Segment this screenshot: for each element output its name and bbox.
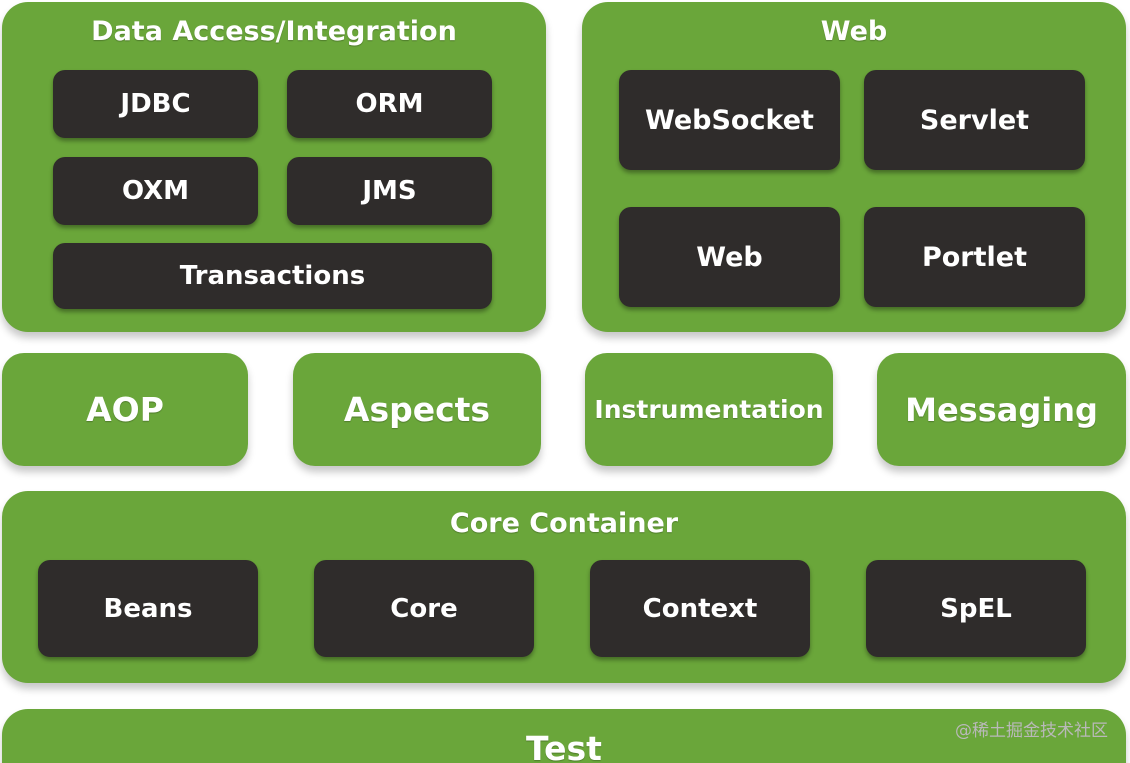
test-panel: Test [2, 709, 1126, 763]
jdbc-module: JDBC [53, 70, 258, 138]
portlet-module: Portlet [864, 207, 1085, 307]
instrumentation-label: Instrumentation [594, 395, 824, 424]
aspects-label: Aspects [343, 390, 491, 429]
aspects-panel: Aspects [293, 353, 541, 466]
core-container-title: Core Container [449, 508, 679, 539]
context-module: Context [590, 560, 810, 657]
aop-label: AOP [86, 390, 164, 429]
test-title: Test [526, 729, 602, 763]
instrumentation-panel: Instrumentation [585, 353, 833, 466]
websocket-module: WebSocket [619, 70, 840, 170]
web-module: Web [619, 207, 840, 307]
messaging-label: Messaging [905, 390, 1098, 429]
data-access-integration-panel: Data Access/Integration JDBC ORM OXM JMS… [2, 2, 546, 332]
spel-module: SpEL [866, 560, 1086, 657]
jms-module: JMS [287, 157, 492, 225]
aop-panel: AOP [2, 353, 248, 466]
core-module: Core [314, 560, 534, 657]
oxm-module: OXM [53, 157, 258, 225]
web-panel: Web WebSocket Servlet Web Portlet [582, 2, 1126, 332]
watermark-text: @稀土掘金技术社区 [955, 721, 1108, 741]
messaging-panel: Messaging [877, 353, 1126, 466]
servlet-module: Servlet [864, 70, 1085, 170]
orm-module: ORM [287, 70, 492, 138]
beans-module: Beans [38, 560, 258, 657]
data-access-integration-title: Data Access/Integration [91, 16, 457, 47]
transactions-module: Transactions [53, 243, 492, 309]
web-title: Web [820, 16, 888, 47]
core-container-panel: Core Container Beans Core Context SpEL [2, 491, 1126, 683]
